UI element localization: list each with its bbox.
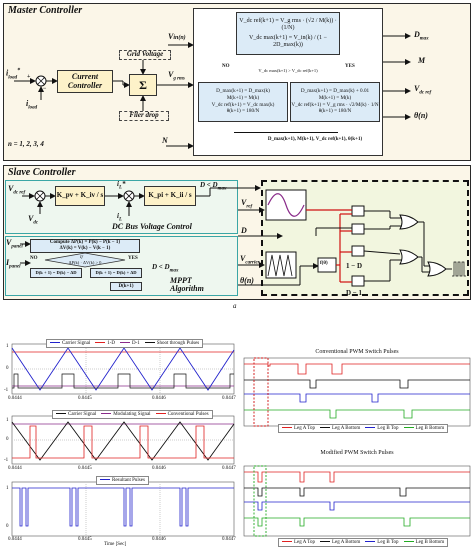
eq-box-top: V_dc ref(k+1) = V_g rms · (√2 / M(k)) · …: [236, 12, 340, 55]
n-input-label: N: [162, 136, 168, 145]
b1-y-mid: 0: [6, 366, 9, 371]
filter-drop-box: Filer drop: [119, 111, 169, 121]
current-controller-block: Current Controller: [57, 70, 113, 93]
b-xlabel: Time [Sec]: [104, 542, 127, 547]
b1-x1: 0.0445: [78, 396, 92, 401]
shoot-through-b1: [12, 373, 234, 389]
title-c2: Modified PWM Switch Pulses: [320, 450, 394, 456]
b1-x0: 0.0444: [8, 396, 22, 401]
b2-y-bot: -1: [4, 458, 9, 463]
il-star-label: iL*: [117, 180, 126, 191]
slave-title: Slave Controller: [8, 167, 76, 178]
vcarrier-label: Vcarrier: [240, 254, 260, 266]
n-values-label: n = 1, 2, 3, 4: [8, 140, 44, 148]
carrier-b1: [11, 347, 235, 391]
b2-x0: 0.0444: [8, 466, 22, 471]
master-title: Master Controller: [8, 5, 83, 16]
decision-text: V_dc max(k+1) > V_dc ref(k+1): [258, 68, 318, 73]
theta-n-label: θ(n): [240, 276, 254, 285]
b1-x2: 0.0446: [152, 396, 166, 401]
right-update-box: D_max(k+1) = D_max(k) + 0.01 M(k+1) = M(…: [290, 82, 380, 122]
f-theta-label: f(θ): [320, 261, 328, 266]
vdc-label: Vdc: [28, 214, 39, 226]
mppt-yes: YES: [128, 256, 138, 261]
b2-y-mid: 0: [6, 437, 9, 442]
plot-c2-frame: [243, 465, 471, 537]
i-load-star-label: iload*: [6, 68, 21, 81]
vin-label: Vin(n): [168, 32, 186, 41]
out-theta: θ(n): [414, 111, 428, 120]
left-update-box: D_max(k+1) = D_max(k) M(k+1) = M(k) V_dc…: [198, 82, 288, 122]
mppt-cond: ΔP(k) · ΔV(k) > 0: [68, 260, 102, 265]
vg-rms-label: Vg rms: [168, 70, 185, 82]
legend-b2: Carrier Signal Modulating Signal Convent…: [52, 410, 213, 419]
plot-c1-frame: [243, 357, 471, 427]
legend-c2: Leg A Top Leg A Bottom Leg B Top Leg B B…: [278, 538, 449, 547]
eq1: V_dc ref(k+1) = V_g rms · (√2 / M(k)) · …: [239, 18, 337, 32]
yes-label: YES: [345, 64, 355, 69]
one-minus-d-label: 1 − D: [346, 262, 363, 270]
d-lt-dmax-label: D < Dmax: [200, 181, 227, 192]
mppt-d-lt-dmax: D < Dmax: [152, 263, 179, 274]
sigma-block: Σ: [129, 74, 157, 96]
i-load-label: iload: [26, 99, 38, 111]
vdc-ref-label: Vdc ref: [8, 184, 26, 196]
legend-c1: Leg A Top Leg A Bottom Leg B Top Leg B B…: [278, 424, 449, 433]
no-label: NO: [222, 64, 230, 69]
mppt-left-box: D(k + 1) = D(k) − ΔD: [30, 268, 82, 278]
dc-bus-label: DC Bus Voltage Control: [112, 222, 192, 231]
d-minus-one-label: D − 1: [346, 289, 363, 297]
legend-b3: Resultant Pulses: [96, 476, 149, 485]
resultant-pulses-b3: [12, 487, 234, 527]
caption-a: a: [233, 302, 237, 310]
mppt-no: NO: [30, 256, 38, 261]
b3-y-bot: 0: [6, 524, 9, 529]
pi-current-block: K_pi + K_ii / s: [144, 186, 196, 206]
b3-x2: 0.0446: [152, 537, 166, 542]
mppt-if: If: [80, 254, 83, 259]
highlight-c2: [253, 465, 267, 537]
mppt-label: MPPT Algorithm: [170, 276, 204, 293]
d-signal-label: D: [241, 226, 247, 235]
mppt-compute-box: Compute ΔP(k) = P(k) − P(k − 1) ΔV(k) = …: [30, 239, 140, 253]
pi-voltage-block: K_pv + K_iv / s: [55, 186, 105, 206]
b2-y-top: 1: [6, 418, 9, 423]
b3-x1: 0.0445: [78, 537, 92, 542]
grid-voltage-box: Grid Voltage: [119, 50, 171, 60]
il-label: iL: [117, 212, 123, 223]
dc-bus-box: [5, 180, 238, 234]
out-m: M: [418, 56, 426, 65]
mppt-d-box: D(k+1): [110, 282, 142, 291]
conventional-pulses-b2: [12, 425, 234, 459]
out-vdcref: Vdc ref: [414, 84, 432, 96]
plot-b3-frame: [11, 481, 235, 537]
b1-x3: 0.0447: [222, 396, 236, 401]
highlight-c1: [253, 357, 269, 427]
out-dmax: Dmax: [414, 30, 429, 42]
b1-y-top: 1: [6, 344, 9, 349]
b1-y-bot: -1: [4, 388, 9, 393]
b3-x0: 0.0444: [8, 537, 22, 542]
mppt-right-box: D(k + 1) = D(k) + ΔD: [90, 268, 142, 278]
plots-area: [11, 343, 471, 537]
slave-wiring: [20, 185, 466, 287]
eq2: V_dc max(k+1) = V_in(k) / (1 − 2D_max(k)…: [248, 35, 328, 48]
b2-x2: 0.0446: [152, 466, 166, 471]
legend-b1: Carrier Signal 1-D D-1 Shoot through Pul…: [46, 339, 204, 348]
vref-label: Vref: [241, 198, 253, 210]
title-c1: Conventional PWM Switch Pulses: [315, 349, 399, 355]
v-panel-label: Vpanel: [6, 238, 23, 250]
carrier-b2: [11, 421, 235, 461]
b3-x3: 0.0447: [222, 537, 236, 542]
b2-x1: 0.0445: [78, 466, 92, 471]
b3-y-top: 1: [6, 486, 9, 491]
b2-x3: 0.0447: [222, 466, 236, 471]
i-panel-label: Ipanel: [6, 258, 21, 270]
bottom-eq: D_max(k+1), M(k+1), V_dc ref(k+1), θ(k+1…: [267, 137, 363, 142]
